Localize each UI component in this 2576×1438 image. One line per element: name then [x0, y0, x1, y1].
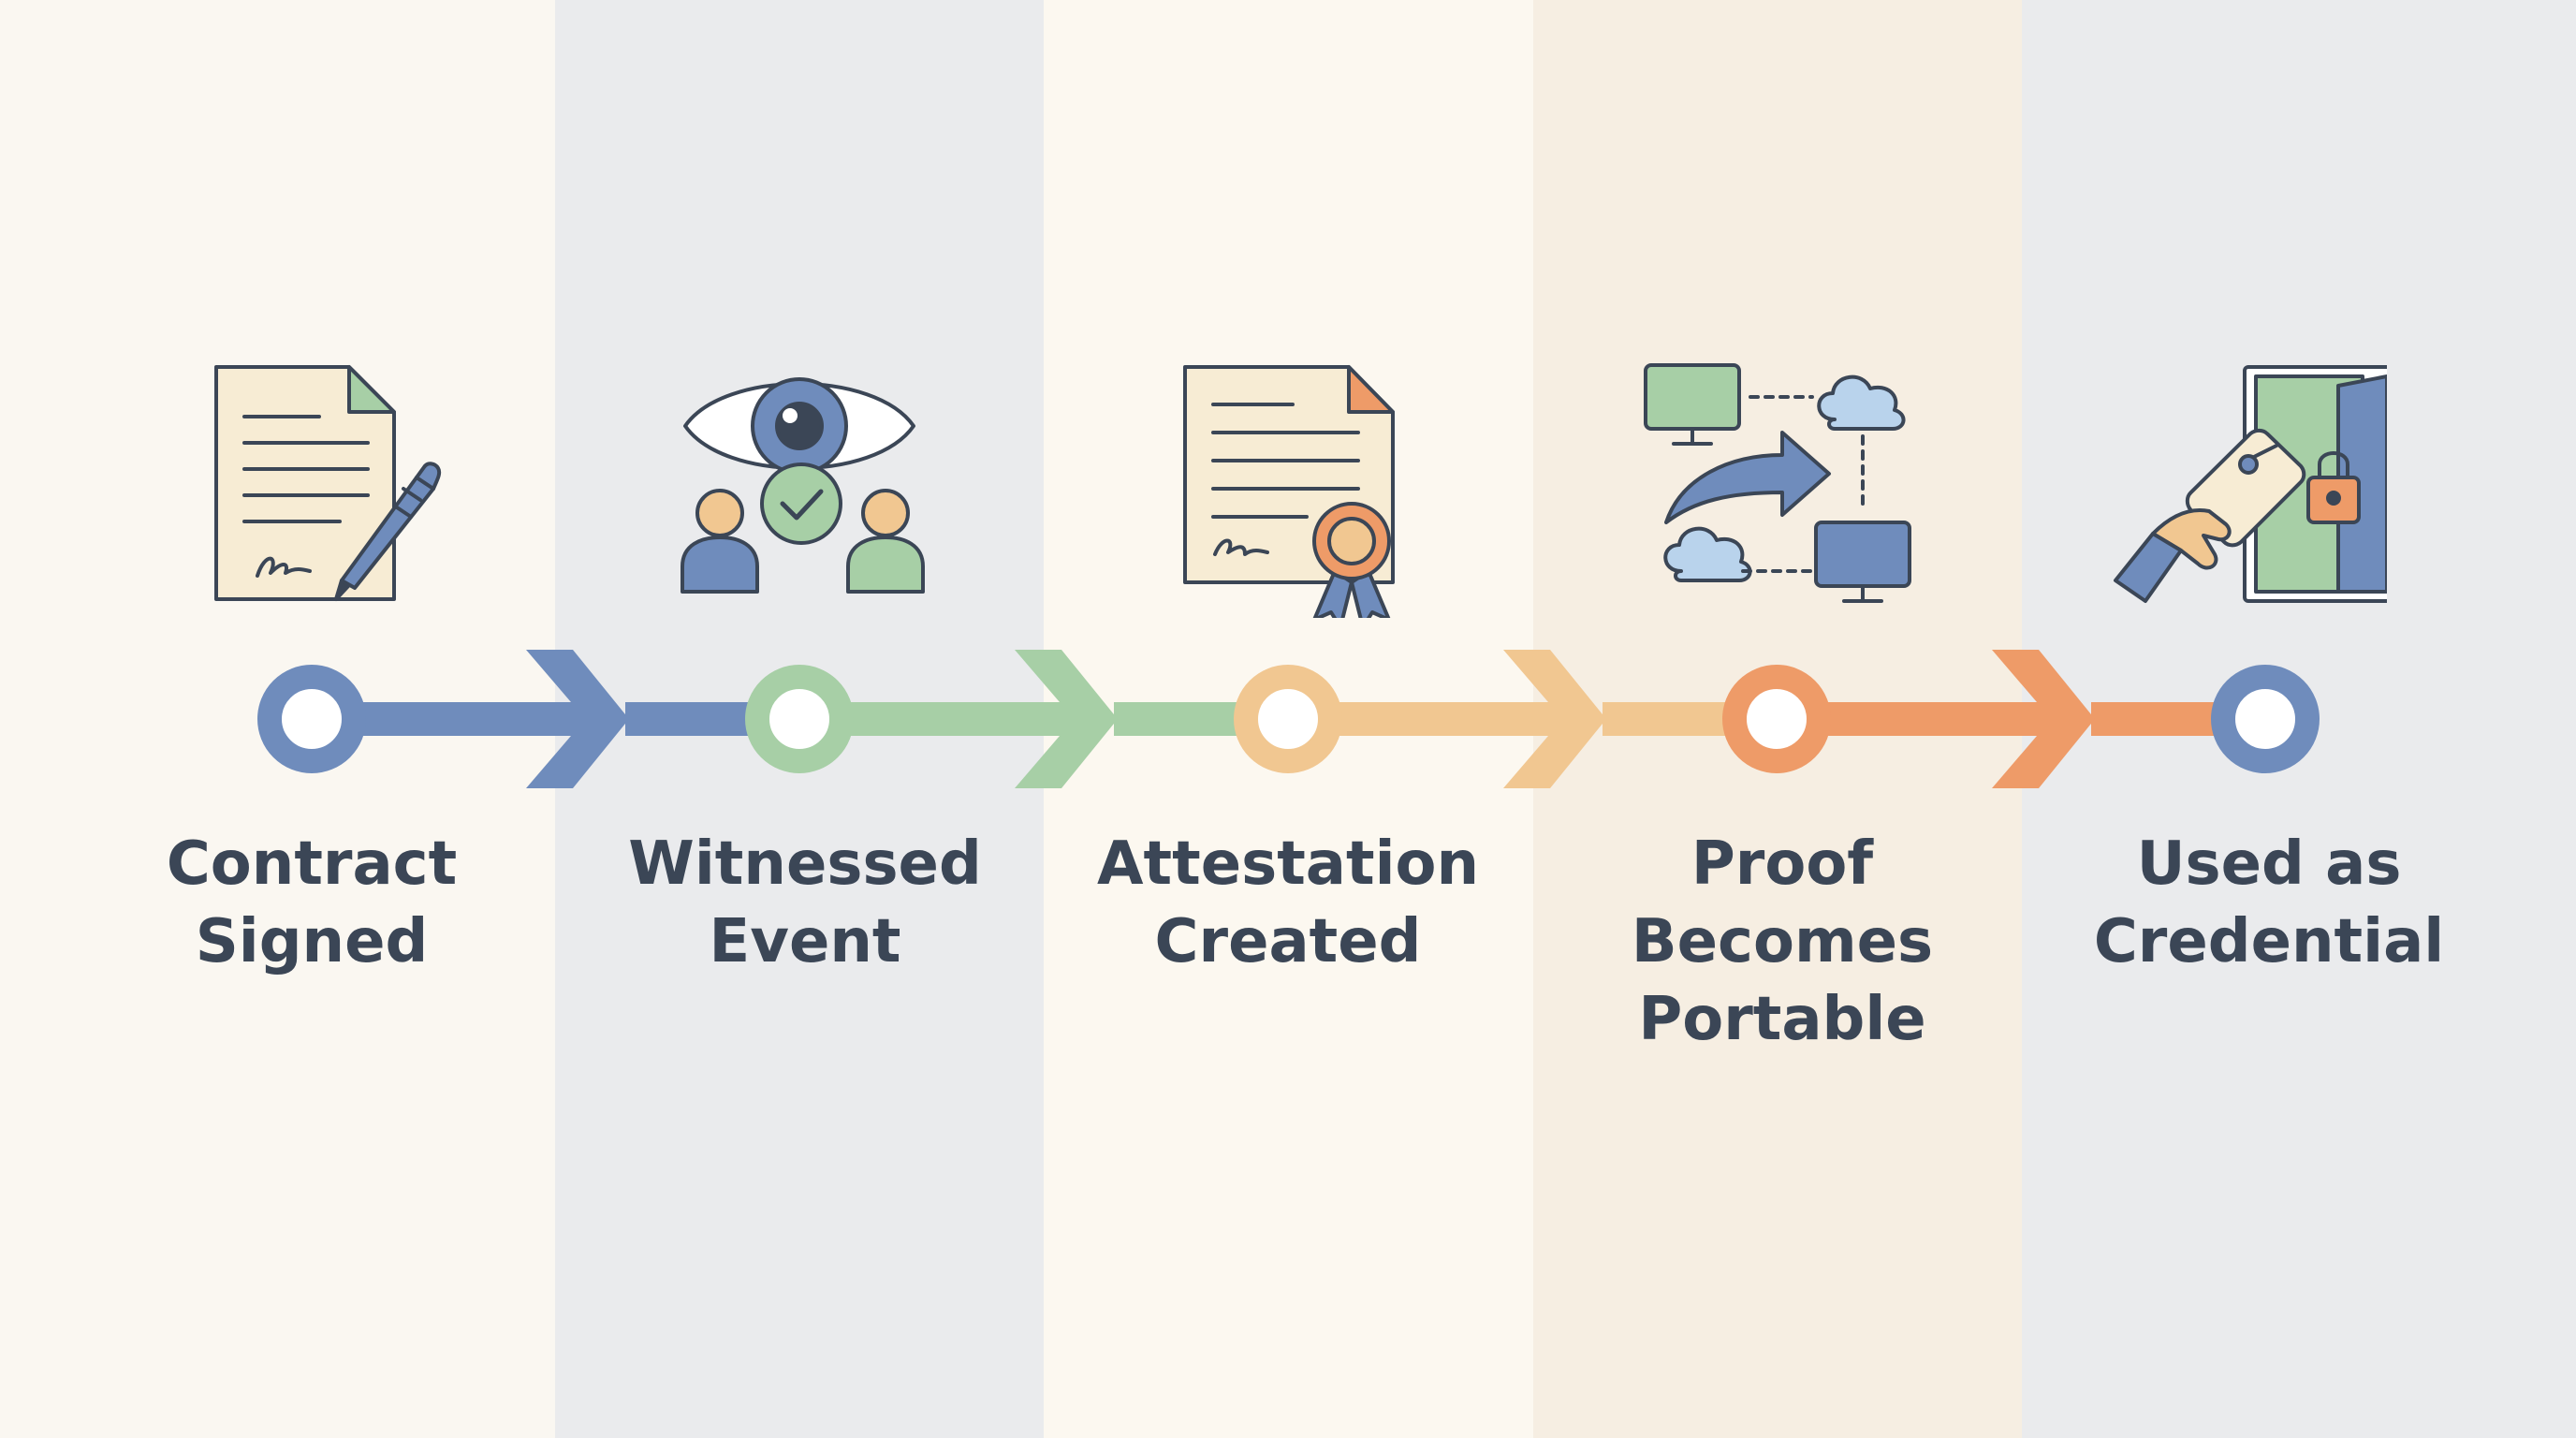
cloud-transfer-icon	[1644, 363, 1911, 603]
step-label-line: Contract	[166, 829, 458, 899]
arrowhead	[1992, 650, 2095, 788]
step-label-line: Proof	[1690, 829, 1874, 899]
step-label-line: Event	[709, 907, 901, 976]
step-label-line: Credential	[2093, 907, 2445, 976]
step-label-line: Witnessed	[628, 829, 982, 899]
witness-eye-icon	[681, 377, 925, 594]
signed-contract-icon	[214, 365, 442, 601]
step-label-line: Attestation	[1096, 829, 1480, 899]
step-label-attestation-created: Attestation Created	[1073, 826, 1503, 981]
step-label-line: Becomes	[1631, 907, 1934, 976]
step-label-line: Created	[1154, 907, 1422, 976]
step-label-witnessed-event: Witnessed Event	[590, 826, 1020, 981]
certificate-icon	[1183, 365, 1395, 618]
keycard-door-icon	[2114, 365, 2387, 603]
arrowhead	[1015, 650, 1118, 788]
timeline-node	[1722, 665, 1831, 773]
step-label-credential: Used as Credential	[2054, 826, 2484, 981]
step-label-line: Used as	[2136, 829, 2402, 899]
timeline-node	[2211, 665, 2320, 773]
step-label-line: Signed	[195, 907, 429, 976]
timeline-node	[745, 665, 854, 773]
step-label-contract-signed: Contract Signed	[96, 826, 527, 981]
process-timeline	[257, 650, 2320, 788]
arrowhead	[526, 650, 629, 788]
timeline-node	[257, 665, 366, 773]
timeline-node	[1234, 665, 1342, 773]
step-label-proof-portable: Proof Becomes Portable	[1567, 826, 1998, 1059]
step-label-line: Portable	[1638, 985, 1926, 1054]
arrowhead	[1503, 650, 1606, 788]
